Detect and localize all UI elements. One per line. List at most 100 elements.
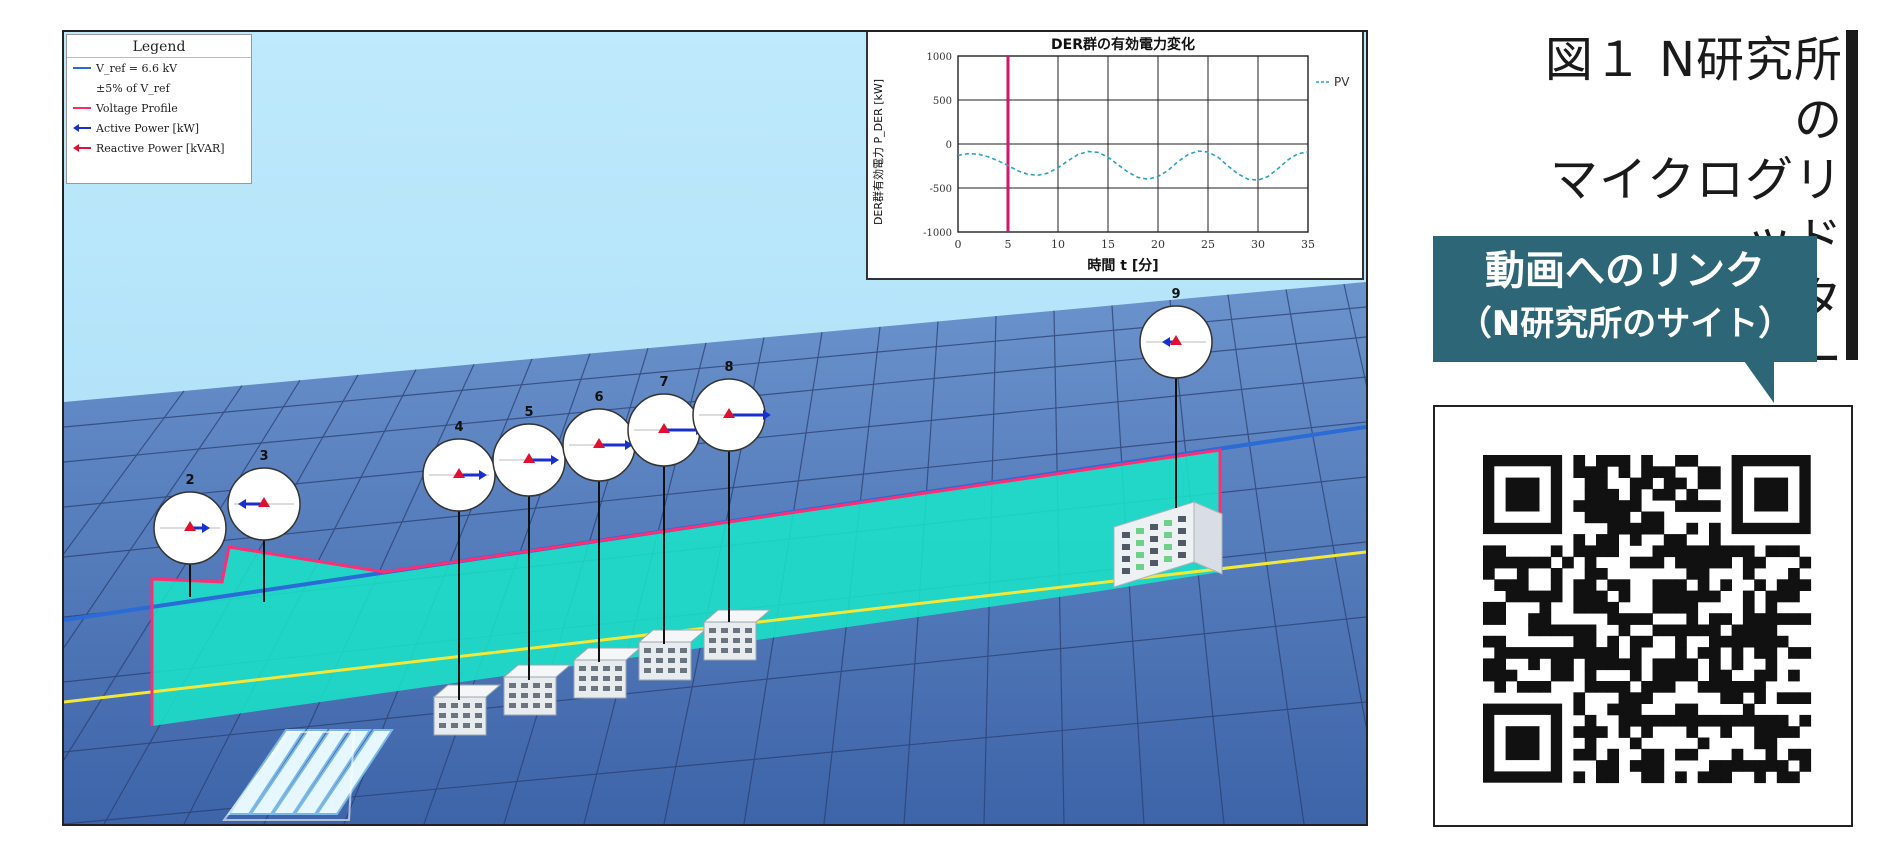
- qr-module: [1754, 771, 1766, 784]
- qr-module: [1675, 545, 1687, 558]
- qr-module: [1742, 545, 1755, 558]
- window: [680, 668, 687, 673]
- qr-module: [1528, 647, 1540, 659]
- qr-module: [1596, 466, 1608, 478]
- qr-module: [1607, 601, 1619, 614]
- qr-module: [1788, 669, 1800, 682]
- qr-module: [1528, 556, 1540, 569]
- qr-module: [1652, 556, 1665, 569]
- qr-module: [1799, 613, 1812, 625]
- qr-module: [1754, 647, 1766, 659]
- factory-roof: [502, 664, 572, 678]
- qr-module: [1652, 545, 1665, 558]
- qr-finder-core: [1505, 726, 1540, 761]
- qr-module: [1618, 590, 1631, 603]
- chart-grid: [957, 55, 1309, 233]
- qr-module: [1516, 681, 1529, 693]
- qr-module: [1709, 534, 1721, 546]
- qr-module: [1641, 511, 1653, 524]
- window: [644, 668, 651, 673]
- office-building: [1113, 501, 1223, 588]
- window: [656, 648, 663, 653]
- qr-module: [1788, 647, 1800, 659]
- qr-module: [1573, 692, 1586, 704]
- qr-module: [1765, 748, 1778, 761]
- qr-module: [1584, 681, 1597, 693]
- window: [545, 703, 552, 708]
- qr-module: [1618, 579, 1631, 591]
- active-power-arrowhead: [479, 470, 487, 480]
- qr-module: [1483, 669, 1495, 682]
- qr-module: [1618, 703, 1631, 716]
- x-tick-label: 15: [1101, 238, 1115, 251]
- video-link-button[interactable]: 動画へのリンク （N研究所のサイト）: [1433, 236, 1817, 362]
- node-marker-8[interactable]: 8: [692, 360, 771, 622]
- qr-module: [1686, 455, 1699, 467]
- qr-module: [1709, 760, 1721, 772]
- qr-module: [1663, 488, 1676, 501]
- node-marker-4[interactable]: 4: [422, 420, 496, 700]
- qr-module: [1799, 714, 1812, 727]
- qr-module: [1573, 635, 1586, 648]
- window: [509, 693, 516, 698]
- window: [451, 713, 458, 718]
- qr-module: [1652, 466, 1665, 478]
- reactive-power-arrow: [658, 423, 670, 433]
- qr-module: [1573, 771, 1586, 784]
- qr-module: [1788, 590, 1800, 603]
- qr-module: [1675, 703, 1687, 716]
- qr-code-frame[interactable]: [1433, 405, 1853, 827]
- node-marker-3[interactable]: 3: [227, 449, 301, 602]
- window: [533, 693, 540, 698]
- qr-code-icon[interactable]: [1435, 407, 1851, 825]
- qr-module: [1618, 613, 1631, 625]
- qr-module: [1596, 500, 1608, 512]
- window: [644, 648, 651, 653]
- qr-module: [1596, 590, 1608, 603]
- qr-module: [1607, 647, 1619, 659]
- qr-module: [1562, 658, 1574, 671]
- chart-frame: [957, 55, 1309, 233]
- qr-module: [1618, 658, 1631, 671]
- qr-module: [1709, 647, 1721, 659]
- pv-panel: [227, 729, 306, 815]
- qr-module: [1731, 635, 1744, 648]
- x-tick-label: 30: [1251, 238, 1265, 251]
- node-marker-9[interactable]: 9: [1139, 287, 1213, 508]
- qr-module: [1618, 500, 1631, 512]
- qr-module: [1675, 477, 1687, 490]
- qr-module: [1731, 658, 1744, 671]
- grid-line: [64, 616, 1366, 753]
- qr-module: [1697, 466, 1710, 478]
- callout-pointer: [1744, 361, 1774, 403]
- window: [475, 723, 482, 728]
- qr-module: [1562, 647, 1574, 659]
- qr-module: [1663, 590, 1676, 603]
- factory-roof: [702, 609, 772, 623]
- chart-xlabel: 時間 t [分]: [1087, 257, 1158, 274]
- qr-module: [1697, 647, 1710, 659]
- node-label: 6: [594, 390, 603, 405]
- qr-module: [1663, 714, 1676, 727]
- qr-module: [1720, 760, 1732, 772]
- qr-module: [1573, 748, 1586, 761]
- qr-module: [1765, 737, 1778, 750]
- qr-module: [1550, 624, 1563, 637]
- node-marker-5[interactable]: 5: [492, 405, 566, 680]
- qr-module: [1528, 613, 1540, 625]
- qr-module: [1675, 455, 1687, 467]
- qr-module: [1596, 511, 1608, 524]
- qr-module: [1607, 658, 1619, 671]
- window: [680, 658, 687, 663]
- window: [680, 648, 687, 653]
- voltage-fill: [152, 450, 1220, 726]
- qr-module: [1709, 669, 1721, 682]
- caption-line-1: 図１ N研究所の: [1544, 32, 1843, 148]
- node-marker-2[interactable]: 2: [153, 473, 227, 597]
- qr-module: [1720, 545, 1732, 558]
- node-marker-6[interactable]: 6: [562, 390, 636, 662]
- window: [1136, 552, 1144, 558]
- qr-module: [1788, 692, 1800, 704]
- window: [668, 658, 675, 663]
